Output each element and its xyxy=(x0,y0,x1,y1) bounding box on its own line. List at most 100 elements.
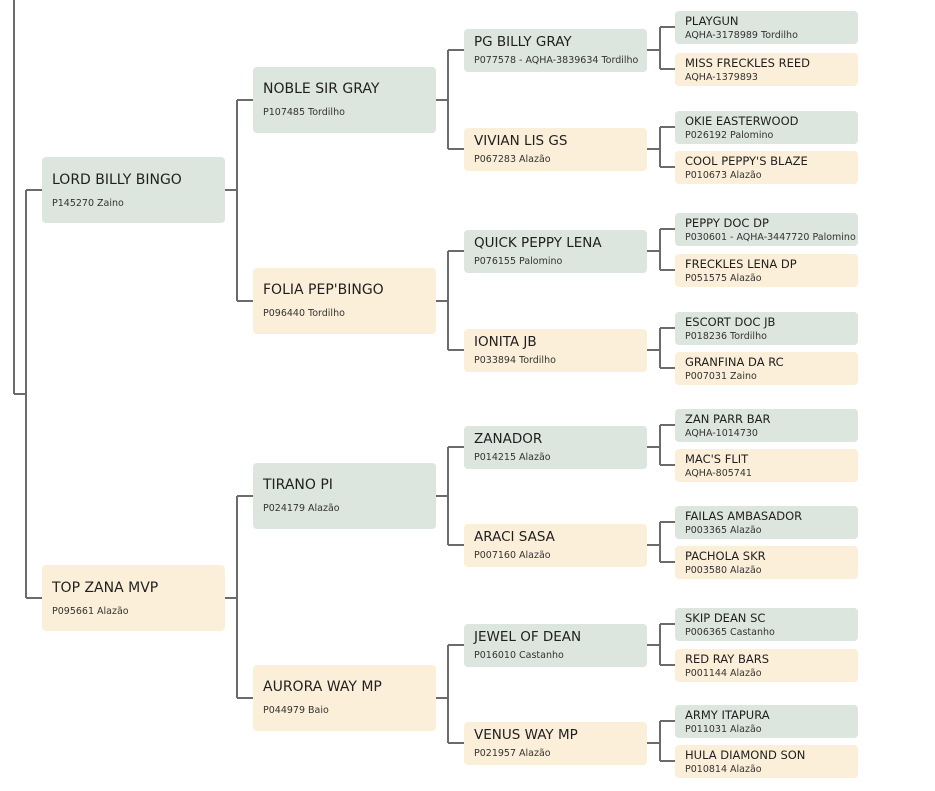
node-freckles-lena-dp[interactable]: FRECKLES LENA DP P051575 Alazão xyxy=(675,254,858,287)
horse-name: ZANADOR xyxy=(474,431,543,447)
horse-name: GRANFINA DA RC xyxy=(685,355,784,369)
horse-registration: P077578 - AQHA-3839634 Tordilho xyxy=(474,55,639,66)
bracket-gen3-2 xyxy=(436,446,464,546)
horse-registration: P076155 Palomino xyxy=(474,256,563,267)
horse-registration: AQHA-1379893 xyxy=(685,72,758,83)
horse-name: ARACI SASA xyxy=(474,529,555,545)
horse-name: MISS FRECKLES REED xyxy=(685,56,811,70)
node-failas-ambasador[interactable]: FAILAS AMBASADOR P003365 Alazão xyxy=(675,506,858,539)
horse-name: PLAYGUN xyxy=(685,14,739,28)
node-macs-flit[interactable]: MAC'S FLIT AQHA-805741 xyxy=(675,449,858,482)
horse-registration: P024179 Alazão xyxy=(263,503,340,514)
horse-name: MAC'S FLIT xyxy=(685,452,749,466)
node-araci-sasa[interactable]: ARACI SASA P007160 Alazão xyxy=(464,524,647,567)
horse-registration: P006365 Castanho xyxy=(685,627,775,638)
horse-name: TOP ZANA MVP xyxy=(52,580,159,596)
horse-name: TIRANO PI xyxy=(263,477,333,493)
bracket-gen3-1 xyxy=(436,250,464,351)
horse-registration: P145270 Zaino xyxy=(52,198,124,209)
bracket-gen2-0 xyxy=(225,99,253,302)
horse-name: LORD BILLY BINGO xyxy=(52,172,182,188)
bracket-gen4-2 xyxy=(647,228,675,271)
horse-name: HULA DIAMOND SON xyxy=(685,748,806,762)
horse-registration: P030601 - AQHA-3447720 Palomino xyxy=(685,232,856,243)
node-zanador[interactable]: ZANADOR P014215 Alazão xyxy=(464,426,647,469)
node-venus-way-mp[interactable]: VENUS WAY MP P021957 Alazão xyxy=(464,722,647,765)
trunk-line xyxy=(13,0,26,395)
node-okie-easterwood[interactable]: OKIE EASTERWOOD P026192 Palomino xyxy=(675,111,858,144)
horse-name: VENUS WAY MP xyxy=(474,727,578,743)
horse-name: ARMY ITAPURA xyxy=(685,708,770,722)
horse-registration: P067283 Alazão xyxy=(474,154,551,165)
node-ionita-jb[interactable]: IONITA JB P033894 Tordilho xyxy=(464,329,647,372)
node-army-itapura[interactable]: ARMY ITAPURA P011031 Alazão xyxy=(675,705,858,738)
horse-registration: P018236 Tordilho xyxy=(685,331,767,342)
node-vivian-lis-gs[interactable]: VIVIAN LIS GS P067283 Alazão xyxy=(464,128,647,171)
node-top-zana-mvp[interactable]: TOP ZANA MVP P095661 Alazão xyxy=(42,565,225,631)
horse-name: FRECKLES LENA DP xyxy=(685,257,797,271)
horse-name: OKIE EASTERWOOD xyxy=(685,114,799,128)
horse-registration: AQHA-3178989 Tordilho xyxy=(685,30,798,41)
node-folia-pepbingo[interactable]: FOLIA PEP'BINGO P096440 Tordilho xyxy=(253,268,436,334)
node-hula-diamond-son[interactable]: HULA DIAMOND SON P010814 Alazão xyxy=(675,745,858,778)
horse-registration: P107485 Tordilho xyxy=(263,107,345,118)
bracket-gen1 xyxy=(25,189,42,599)
horse-registration: P051575 Alazão xyxy=(685,273,762,284)
horse-registration: P011031 Alazão xyxy=(685,724,762,735)
node-skip-dean-sc[interactable]: SKIP DEAN SC P006365 Castanho xyxy=(675,608,858,641)
node-aurora-way-mp[interactable]: AURORA WAY MP P044979 Baio xyxy=(253,665,436,731)
node-peppy-doc-dp[interactable]: PEPPY DOC DP P030601 - AQHA-3447720 Palo… xyxy=(675,213,858,246)
node-lord-billy-bingo[interactable]: LORD BILLY BINGO P145270 Zaino xyxy=(42,157,225,223)
bracket-gen2-1 xyxy=(225,495,253,699)
node-escort-doc-jb[interactable]: ESCORT DOC JB P018236 Tordilho xyxy=(675,312,858,345)
horse-registration: P033894 Tordilho xyxy=(474,355,556,366)
bracket-gen4-6 xyxy=(647,623,675,666)
horse-registration: AQHA-805741 xyxy=(685,468,752,479)
horse-registration: P016010 Castanho xyxy=(474,650,564,661)
node-tirano-pi[interactable]: TIRANO PI P024179 Alazão xyxy=(253,463,436,529)
horse-registration: P044979 Baio xyxy=(263,705,329,716)
horse-registration: P007031 Zaino xyxy=(685,371,757,382)
horse-name: PEPPY DOC DP xyxy=(685,216,769,230)
node-pachola-skr[interactable]: PACHOLA SKR P003580 Alazão xyxy=(675,546,858,579)
bracket-gen4-5 xyxy=(647,521,675,563)
bracket-gen4-7 xyxy=(647,720,675,762)
horse-name: FAILAS AMBASADOR xyxy=(685,509,803,523)
horse-registration: P014215 Alazão xyxy=(474,452,551,463)
node-zan-parr-bar[interactable]: ZAN PARR BAR AQHA-1014730 xyxy=(675,409,858,442)
horse-registration: P096440 Tordilho xyxy=(263,308,345,319)
bracket-gen4-4 xyxy=(647,424,675,466)
horse-name: RED RAY BARS xyxy=(685,652,769,666)
node-jewel-of-dean[interactable]: JEWEL OF DEAN P016010 Castanho xyxy=(464,624,647,667)
node-miss-freckles-reed[interactable]: MISS FRECKLES REED AQHA-1379893 xyxy=(675,53,858,86)
horse-name: PACHOLA SKR xyxy=(685,549,766,563)
node-playgun[interactable]: PLAYGUN AQHA-3178989 Tordilho xyxy=(675,11,858,44)
horse-name: QUICK PEPPY LENA xyxy=(474,235,602,251)
horse-registration: P021957 Alazão xyxy=(474,748,551,759)
horse-registration: P010673 Alazão xyxy=(685,170,762,181)
horse-registration: P001144 Alazão xyxy=(685,668,762,679)
horse-name: SKIP DEAN SC xyxy=(685,611,766,625)
horse-name: FOLIA PEP'BINGO xyxy=(263,282,384,298)
horse-registration: P003580 Alazão xyxy=(685,565,762,576)
horse-name: AURORA WAY MP xyxy=(263,679,382,695)
horse-registration: AQHA-1014730 xyxy=(685,428,758,439)
node-quick-peppy-lena[interactable]: QUICK PEPPY LENA P076155 Palomino xyxy=(464,230,647,273)
horse-registration: P010814 Alazão xyxy=(685,764,762,775)
horse-name: ZAN PARR BAR xyxy=(685,412,771,426)
node-cool-peppys-blaze[interactable]: COOL PEPPY'S BLAZE P010673 Alazão xyxy=(675,151,858,184)
horse-name: VIVIAN LIS GS xyxy=(474,133,568,149)
horse-registration: P026192 Palomino xyxy=(685,130,774,141)
horse-registration: P003365 Alazão xyxy=(685,525,762,536)
node-red-ray-bars[interactable]: RED RAY BARS P001144 Alazão xyxy=(675,649,858,682)
horse-name: IONITA JB xyxy=(474,334,537,350)
node-pg-billy-gray[interactable]: PG BILLY GRAY P077578 - AQHA-3839634 Tor… xyxy=(464,29,647,72)
node-granfina-da-rc[interactable]: GRANFINA DA RC P007031 Zaino xyxy=(675,352,858,385)
horse-registration: P007160 Alazão xyxy=(474,550,551,561)
horse-name: COOL PEPPY'S BLAZE xyxy=(685,154,808,168)
bracket-gen3-3 xyxy=(436,644,464,744)
horse-registration: P095661 Alazão xyxy=(52,606,129,617)
node-noble-sir-gray[interactable]: NOBLE SIR GRAY P107485 Tordilho xyxy=(253,67,436,133)
bracket-gen4-3 xyxy=(647,327,675,369)
